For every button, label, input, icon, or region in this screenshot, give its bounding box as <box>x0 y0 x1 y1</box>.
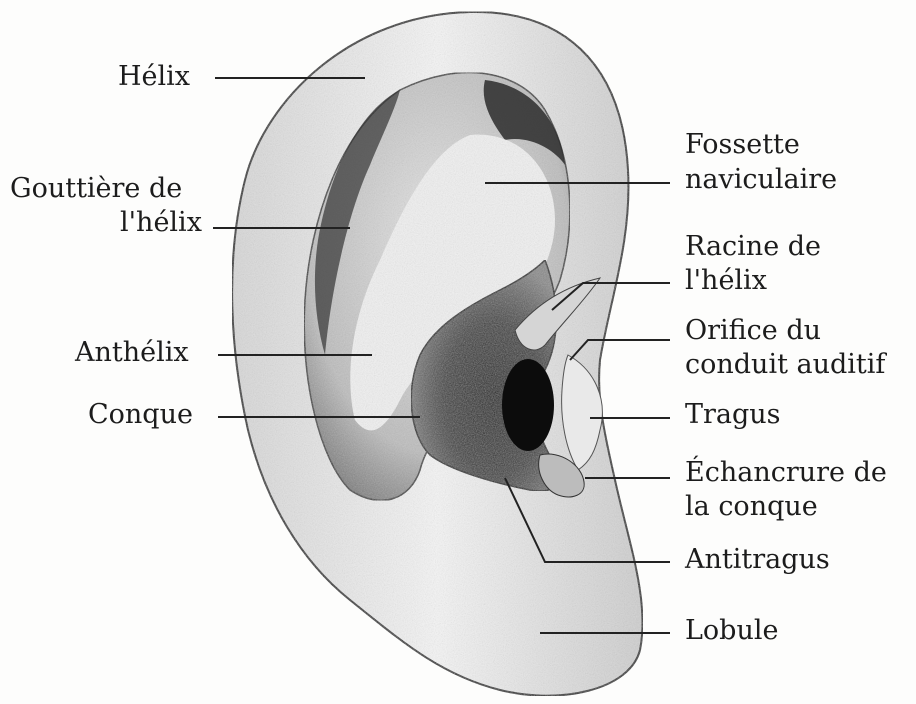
label-antitragus: Antitragus <box>685 545 830 575</box>
label-echancrure-line2: la conque <box>685 492 818 522</box>
label-lobule: Lobule <box>685 616 778 646</box>
label-gouttiere-line1: Gouttière de <box>10 174 182 204</box>
label-racine-line1: Racine de <box>685 232 821 262</box>
label-conque: Conque <box>88 400 193 430</box>
label-gouttiere-line2: l'hélix <box>120 208 202 238</box>
label-fossette-line1: Fossette <box>685 130 800 160</box>
label-orifice-line1: Orifice du <box>685 316 821 346</box>
label-racine-line2: l'hélix <box>685 266 767 296</box>
ear-canal-orifice <box>502 359 554 451</box>
label-tragus: Tragus <box>685 400 781 430</box>
label-helix: Hélix <box>118 62 190 92</box>
label-fossette-line2: naviculaire <box>685 165 837 195</box>
label-echancrure-line1: Échancrure de <box>685 458 887 488</box>
label-anthelix: Anthélix <box>75 338 189 368</box>
label-orifice-line2: conduit auditif <box>685 350 885 380</box>
